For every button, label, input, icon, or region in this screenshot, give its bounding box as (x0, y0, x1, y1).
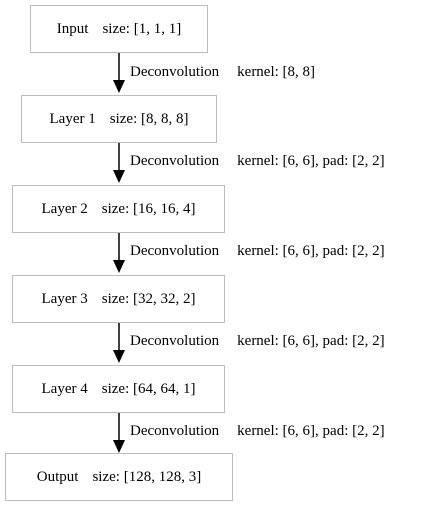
node-input-label: Input (56, 20, 89, 37)
arrow-head-1 (113, 80, 125, 93)
edge-op-2: Deconvolution (130, 153, 220, 169)
node-layer1-label: Layer 1 (49, 110, 96, 127)
edge-label-3: Deconvolution kernel: [6, 6], pad: [2, 2] (130, 243, 385, 260)
node-input: Input size: [1, 1, 1] (30, 5, 208, 53)
node-layer4: Layer 4 size: [64, 64, 1] (12, 365, 225, 413)
node-layer3: Layer 3 size: [32, 32, 2] (12, 275, 225, 323)
edge-op-3: Deconvolution (130, 243, 220, 259)
node-input-size: size: [1, 1, 1] (102, 20, 182, 37)
node-layer4-size: size: [64, 64, 1] (101, 380, 196, 397)
node-layer2: Layer 2 size: [16, 16, 4] (12, 185, 225, 233)
edge-params-5: kernel: [6, 6], pad: [2, 2] (237, 423, 385, 439)
edge-params-2: kernel: [6, 6], pad: [2, 2] (237, 153, 385, 169)
node-output-label: Output (36, 468, 79, 485)
edge-label-5: Deconvolution kernel: [6, 6], pad: [2, 2] (130, 423, 385, 440)
edge-label-1: Deconvolution kernel: [8, 8] (130, 64, 315, 81)
edge-label-4: Deconvolution kernel: [6, 6], pad: [2, 2] (130, 333, 385, 350)
arrow-head-5 (113, 440, 125, 453)
edge-op-1: Deconvolution (130, 64, 220, 80)
node-layer4-label: Layer 4 (41, 380, 88, 397)
node-output: Output size: [128, 128, 3] (5, 453, 233, 501)
node-layer3-size: size: [32, 32, 2] (101, 290, 196, 307)
edge-params-4: kernel: [6, 6], pad: [2, 2] (237, 333, 385, 349)
edge-params-3: kernel: [6, 6], pad: [2, 2] (237, 243, 385, 259)
edge-params-1: kernel: [8, 8] (237, 64, 316, 80)
edge-op-5: Deconvolution (130, 423, 220, 439)
node-layer2-size: size: [16, 16, 4] (101, 200, 196, 217)
node-layer3-label: Layer 3 (41, 290, 88, 307)
node-output-size: size: [128, 128, 3] (92, 468, 202, 485)
arrow-head-2 (113, 170, 125, 183)
node-layer1-size: size: [8, 8, 8] (109, 110, 189, 127)
node-layer1: Layer 1 size: [8, 8, 8] (21, 95, 217, 143)
edge-op-4: Deconvolution (130, 333, 220, 349)
arrow-head-3 (113, 260, 125, 273)
arrow-head-4 (113, 350, 125, 363)
edge-label-2: Deconvolution kernel: [6, 6], pad: [2, 2] (130, 153, 385, 170)
node-layer2-label: Layer 2 (41, 200, 88, 217)
